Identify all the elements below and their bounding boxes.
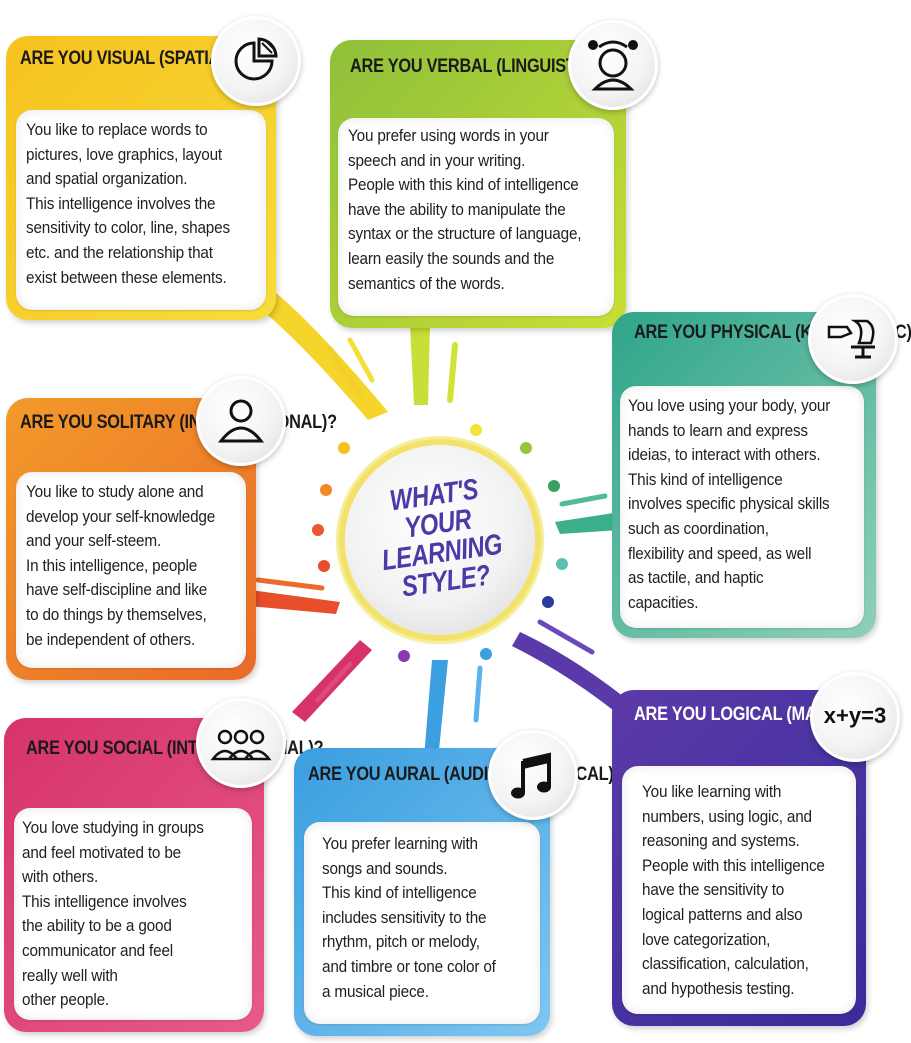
pottery-hands-icon bbox=[808, 294, 898, 384]
card-physical: ARE YOU PHYSICAL (KINESTHETIC)? You love… bbox=[612, 312, 911, 638]
center-title: WHAT'S YOUR LEARNING STYLE? bbox=[379, 473, 505, 604]
logical-ray bbox=[537, 619, 595, 655]
person-icon bbox=[196, 376, 286, 466]
card-solitary: ARE YOU SOLITARY (INTRAPERSONAL)? You li… bbox=[6, 398, 337, 680]
aural-connector bbox=[424, 660, 448, 760]
decor-dot bbox=[338, 442, 350, 454]
verbal-connector bbox=[410, 325, 430, 405]
card-social-body: You love studying in groups and feel mot… bbox=[22, 818, 204, 1010]
center-title-circle: WHAT'S YOUR LEARNING STYLE? bbox=[345, 445, 535, 635]
card-physical-body: You love using your body, your hands to … bbox=[628, 396, 831, 612]
decor-dot bbox=[542, 596, 554, 608]
music-note-icon bbox=[488, 730, 578, 820]
visual-ray-2 bbox=[347, 337, 375, 383]
visual-ray-1 bbox=[326, 346, 364, 399]
solitary-connector bbox=[248, 590, 340, 614]
card-visual-body: You like to replace words to pictures, l… bbox=[26, 120, 230, 287]
decor-dot bbox=[320, 484, 332, 496]
card-logical-body-panel: You like learning with numbers, using lo… bbox=[622, 766, 856, 1014]
physical-ray bbox=[559, 493, 608, 507]
logical-connector bbox=[512, 632, 640, 722]
card-solitary-body-panel: You like to study alone and develop your… bbox=[16, 472, 246, 668]
decor-dot bbox=[480, 648, 492, 660]
card-physical-body-panel: You love using your body, your hands to … bbox=[620, 386, 864, 628]
decor-dot bbox=[556, 558, 568, 570]
card-visual-body-panel: You like to replace words to pictures, l… bbox=[16, 110, 266, 310]
group-icon bbox=[196, 698, 286, 788]
decor-dot bbox=[318, 560, 330, 572]
card-logical: ARE YOU LOGICAL (MATHEMATICAL)? You like… bbox=[612, 690, 911, 1026]
card-verbal-body: You prefer using words in your speech an… bbox=[348, 126, 582, 293]
card-logical-body: You like learning with numbers, using lo… bbox=[642, 782, 825, 998]
card-visual: ARE YOU VISUAL (SPATIAL)? You like to re… bbox=[6, 36, 276, 320]
card-verbal-body-panel: You prefer using words in your speech an… bbox=[338, 118, 614, 316]
equation-icon-text: x+y=3 bbox=[823, 703, 887, 728]
pie-chart-icon bbox=[211, 16, 301, 106]
social-ray bbox=[315, 661, 353, 703]
aural-ray bbox=[473, 665, 483, 723]
card-social-body-panel: You love studying in groups and feel mot… bbox=[14, 808, 252, 1020]
decor-dot bbox=[520, 442, 532, 454]
equation-icon: x+y=3 bbox=[810, 672, 900, 762]
card-visual-title: ARE YOU VISUAL (SPATIAL)? bbox=[20, 48, 245, 69]
card-solitary-body: You like to study alone and develop your… bbox=[26, 482, 216, 649]
decor-dot bbox=[398, 650, 410, 662]
speaking-face-icon bbox=[568, 20, 658, 110]
card-aural-body-panel: You prefer learning with songs and sound… bbox=[304, 822, 540, 1024]
solitary-ray bbox=[255, 577, 325, 591]
card-verbal: ARE YOU VERBAL (LINGUISTIC)? You prefer … bbox=[330, 40, 626, 328]
decor-dot bbox=[548, 480, 560, 492]
verbal-ray bbox=[447, 342, 458, 403]
physical-connector bbox=[555, 512, 620, 534]
card-verbal-title: ARE YOU VERBAL (LINGUISTIC)? bbox=[350, 56, 607, 77]
card-aural-body: You prefer learning with songs and sound… bbox=[322, 834, 496, 1001]
card-aural: ARE YOU AURAL (AUDITORY-MUSICAL)? You pr… bbox=[294, 748, 624, 1036]
card-solitary-title: ARE YOU SOLITARY (INTRAPERSONAL)? bbox=[20, 412, 337, 433]
decor-dot bbox=[470, 424, 482, 436]
decor-dot bbox=[312, 524, 324, 536]
